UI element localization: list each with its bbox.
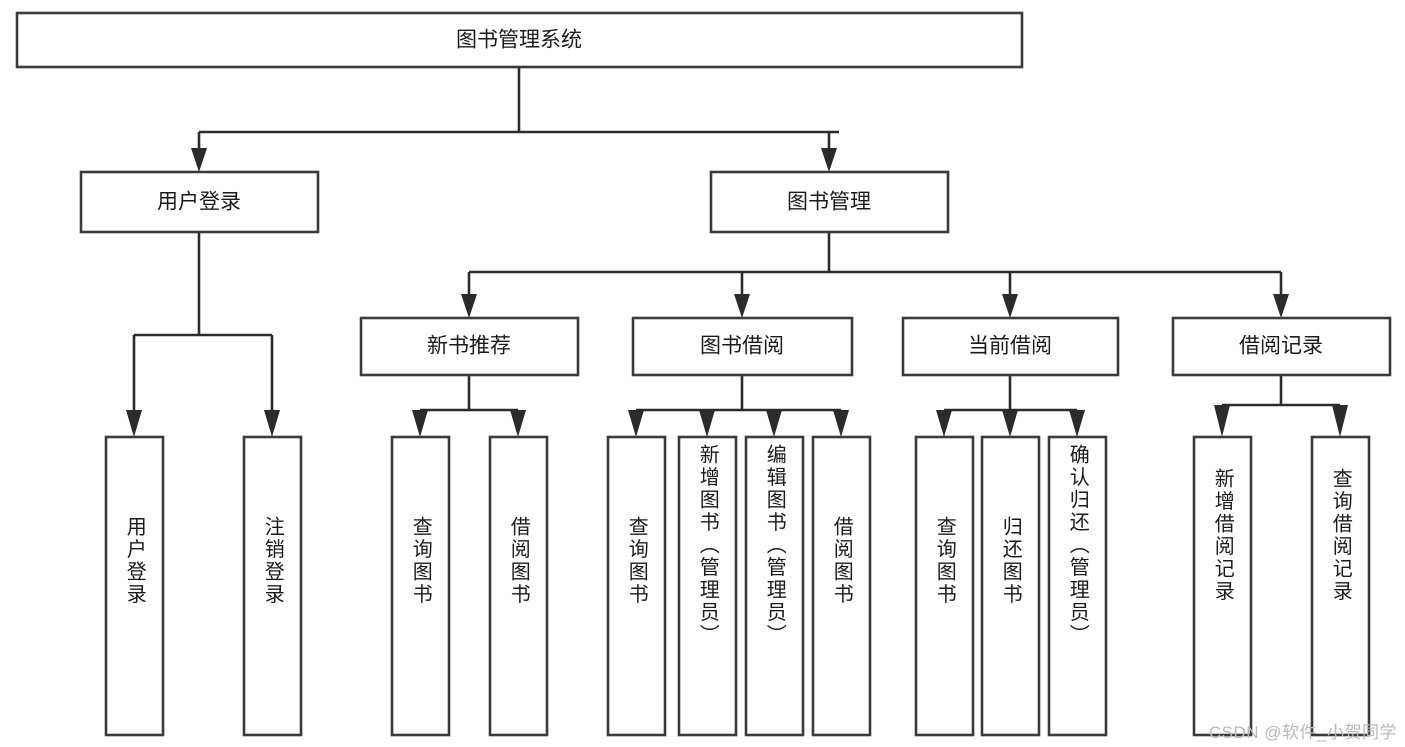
leaf-query-book-3-box[interactable] <box>914 435 975 737</box>
edge-group-book-management-to-level3 <box>461 232 1289 318</box>
edge-group-book-borrow-to-leaves <box>628 375 849 437</box>
node-user-login[interactable]: 用户登录 <box>79 170 320 234</box>
edge-group-new-book-recommend-to-leaves <box>412 375 526 437</box>
arrow-to-borrow-record <box>1273 294 1289 318</box>
node-book-borrow[interactable]: 图书借阅 <box>631 316 854 377</box>
node-borrow-record-label: 借阅记录 <box>1239 335 1323 358</box>
node-book-borrow-box[interactable] <box>631 316 854 377</box>
leaf-user-login-box[interactable] <box>104 435 165 737</box>
node-new-book-recommend[interactable]: 新书推荐 <box>359 316 580 377</box>
arrow-to-leaf-query-record <box>1332 405 1348 437</box>
node-current-borrow[interactable]: 当前借阅 <box>901 316 1120 377</box>
arrow-to-leaf-add-book <box>699 410 715 437</box>
node-borrow-record-box[interactable] <box>1171 316 1392 377</box>
node-new-book-recommend-label: 新书推荐 <box>427 335 511 358</box>
leaf-borrow-book-2-box[interactable] <box>811 435 872 737</box>
node-root-box[interactable] <box>15 11 1024 69</box>
arrow-to-book-borrow <box>734 294 750 318</box>
leaf-confirm-return-box[interactable] <box>1047 435 1108 737</box>
node-borrow-record[interactable]: 借阅记录 <box>1171 316 1392 377</box>
leaf-edit-book-box[interactable] <box>744 435 805 737</box>
edge-group-current-borrow-to-leaves <box>936 375 1085 437</box>
node-book-management-label: 图书管理 <box>787 191 871 214</box>
arrow-to-book-management <box>821 148 837 172</box>
arrow-to-leaf-borrow-book-1 <box>510 410 526 437</box>
node-root[interactable]: 图书管理系统 <box>15 11 1024 69</box>
node-user-login-box[interactable] <box>79 170 320 234</box>
arrow-to-leaf-query-book-2 <box>628 410 644 437</box>
node-current-borrow-box[interactable] <box>901 316 1120 377</box>
arrow-to-leaf-borrow-book-2 <box>833 410 849 437</box>
node-current-borrow-label: 当前借阅 <box>968 335 1052 358</box>
arrow-to-user-login <box>191 148 207 172</box>
leaf-logout-login-box[interactable] <box>242 435 303 737</box>
leaf-query-book-1-box[interactable] <box>390 435 451 737</box>
watermark-label: CSDN @软件_小贺同学 <box>1208 723 1397 742</box>
node-root-label: 图书管理系统 <box>456 29 582 52</box>
arrow-to-leaf-return-book <box>1002 410 1018 437</box>
arrow-to-leaf-user-login <box>126 410 142 437</box>
node-book-management[interactable]: 图书管理 <box>709 170 950 234</box>
edge-group-user-login-to-leaves <box>126 232 280 437</box>
leaf-return-book-box[interactable] <box>980 435 1041 737</box>
arrow-to-leaf-logout-login <box>264 410 280 437</box>
leaf-add-record-box[interactable] <box>1192 435 1253 737</box>
arrow-to-current-borrow <box>1002 294 1018 318</box>
edge-group-borrow-record-to-leaves <box>1214 375 1348 437</box>
arrow-to-leaf-query-book-3 <box>936 410 952 437</box>
leaf-add-book-box[interactable] <box>677 435 738 737</box>
node-book-management-box[interactable] <box>709 170 950 234</box>
arrow-to-leaf-query-book-1 <box>412 410 428 437</box>
node-book-borrow-label: 图书借阅 <box>700 335 784 358</box>
arrow-to-leaf-confirm-return <box>1069 410 1085 437</box>
arrow-to-new-book-recommend <box>461 294 477 318</box>
node-new-book-recommend-box[interactable] <box>359 316 580 377</box>
edge-group-root-to-level2 <box>191 67 839 172</box>
arrow-to-leaf-add-record <box>1214 405 1230 437</box>
node-user-login-label: 用户登录 <box>157 191 241 214</box>
leaf-borrow-book-1-box[interactable] <box>488 435 549 737</box>
leaf-query-book-2-box[interactable] <box>606 435 667 737</box>
leaf-query-record-box[interactable] <box>1310 435 1371 737</box>
arrow-to-leaf-edit-book <box>766 410 782 437</box>
leaf-box-group <box>104 435 1371 737</box>
